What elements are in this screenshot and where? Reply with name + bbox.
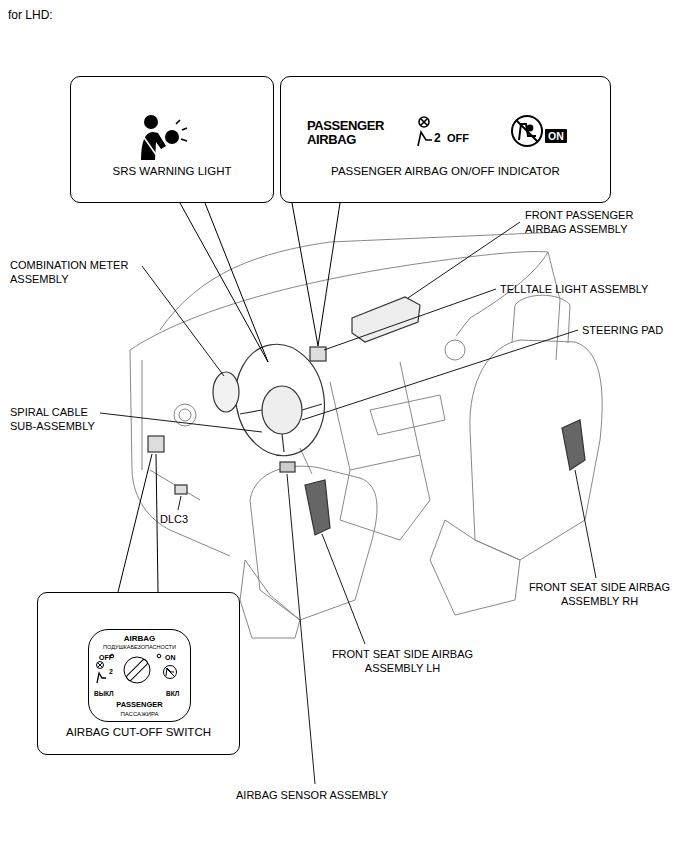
on-icon-circle — [164, 666, 177, 679]
part-label: AIRBAG SENSOR ASSEMBLY — [236, 788, 388, 802]
steering-wheel — [227, 337, 333, 463]
leader-line — [178, 496, 181, 510]
node-text: ВКЛ — [166, 690, 179, 697]
icon-circle — [512, 116, 542, 146]
icon-airbag — [165, 130, 179, 144]
off-icon-figure — [97, 673, 106, 683]
icon-burst — [176, 120, 187, 141]
callout-box: SRS WARNING LIGHT — [70, 76, 274, 203]
left-vent-inner — [179, 409, 191, 421]
off-icon-circle — [97, 662, 104, 669]
icon-head — [528, 126, 533, 131]
leader-line — [100, 413, 262, 432]
node-text: ВЫКЛ — [94, 690, 114, 697]
passenger-seat-back — [470, 340, 602, 560]
cut-off-switch-part — [148, 436, 164, 452]
node-text: PASSENGER AIRBAG ON/OFF INDICATOR — [281, 165, 610, 178]
icon-head — [144, 115, 158, 129]
node-text: SRS WARNING LIGHT — [71, 165, 273, 178]
node-text: PASSENGER — [89, 701, 190, 710]
indicator-callout-pointer — [292, 203, 340, 346]
on-badge: ON — [545, 129, 567, 143]
part-label: FRONT SEAT SIDE AIRBAG ASSEMBLY LH — [330, 647, 475, 675]
switch-plate: AIRBAGПОДУШКАБЕЗОПАСНОСТИ OFF 2 ON ВЫКЛ ВКЛ PA… — [88, 629, 191, 722]
dashboard-top — [130, 252, 548, 350]
leader-line — [142, 266, 224, 376]
right-vent — [445, 340, 465, 360]
steering-pad-part — [262, 386, 302, 434]
part-label: FRONT PASSENGER AIRBAG ASSEMBLY — [525, 208, 650, 236]
node-text: ON — [548, 130, 564, 142]
driver-seat-cushion — [240, 560, 300, 638]
cut-off-switch-face — [97, 654, 177, 683]
center-stack — [330, 362, 420, 470]
switch-callout-pointer — [118, 454, 158, 592]
node-text: 2 — [109, 668, 113, 676]
door-panel — [142, 360, 200, 500]
callout-box: PASSENGER AIRBAG 2 OFF PASSENGER AIRBAG ON/… — [280, 76, 611, 203]
node-text: ПОДУШКАБЕЗОПАСНОСТИ — [89, 644, 190, 650]
passenger-on-icon — [512, 116, 542, 146]
leader-line — [324, 289, 496, 350]
dlc3-part — [175, 485, 187, 494]
leader-line — [287, 474, 315, 784]
part-label: STEERING PAD — [582, 323, 663, 337]
leader-lines — [100, 222, 596, 784]
icon-belt — [143, 136, 157, 156]
icon-slash — [516, 120, 538, 142]
switch-knob — [124, 657, 150, 683]
side-airbag-rh-part — [562, 420, 585, 470]
srs-warning-icon — [141, 115, 187, 160]
srs-callout-pointer — [180, 203, 268, 362]
icon-body — [141, 132, 166, 160]
callout-box: AIRBAG CUT-OFF SWITCH AIRBAGПОДУШКАБЕЗОПА… — [37, 592, 240, 755]
part-label: DLC3 — [160, 512, 188, 526]
knob-slot — [126, 659, 149, 682]
leader-line — [322, 534, 365, 644]
combination-meter-part — [213, 372, 239, 412]
node-text: ПАССАЖИРА — [89, 711, 190, 718]
node-text: PASSENGER AIRBAG — [307, 119, 391, 146]
passenger-off-icon — [418, 117, 432, 146]
part-label: TELLTALE LIGHT ASSEMBLY — [500, 282, 648, 296]
glove-box — [370, 395, 445, 435]
telltale-light-part — [310, 347, 326, 361]
steering-spokes — [240, 404, 322, 452]
node-text: OFF — [447, 132, 469, 145]
node-text: OFF — [99, 654, 113, 662]
srs-components — [148, 297, 585, 535]
driver-seat-back — [250, 466, 377, 620]
icon-circle — [419, 117, 429, 127]
icon-figure — [418, 132, 432, 146]
side-airbag-lh-part — [305, 480, 330, 535]
leader-line — [302, 330, 578, 420]
icon-cross — [421, 119, 428, 126]
on-icon-seat — [165, 667, 175, 677]
node-text: AIRBAG CUT-OFF SWITCH — [38, 726, 239, 739]
on-dot — [157, 654, 161, 658]
page-title: for LHD: — [8, 8, 53, 22]
node-text: 2 — [434, 132, 441, 146]
passenger-seat-cushion — [430, 520, 520, 615]
center-console — [340, 455, 430, 540]
door-line — [548, 252, 560, 360]
leader-line — [575, 470, 596, 578]
part-label: SPIRAL CABLE SUB-ASSEMBLY — [10, 405, 110, 433]
steering-column — [300, 448, 312, 474]
part-label: FRONT SEAT SIDE AIRBAG ASSEMBLY RH — [527, 580, 672, 608]
part-label: COMBINATION METER ASSEMBLY — [10, 258, 145, 286]
off-icon-cross — [98, 663, 103, 668]
airbag-sensor-part — [280, 462, 295, 472]
node-text: ON — [165, 654, 176, 662]
node-text: AIRBAG — [89, 634, 190, 643]
callout-pointers — [118, 203, 340, 592]
